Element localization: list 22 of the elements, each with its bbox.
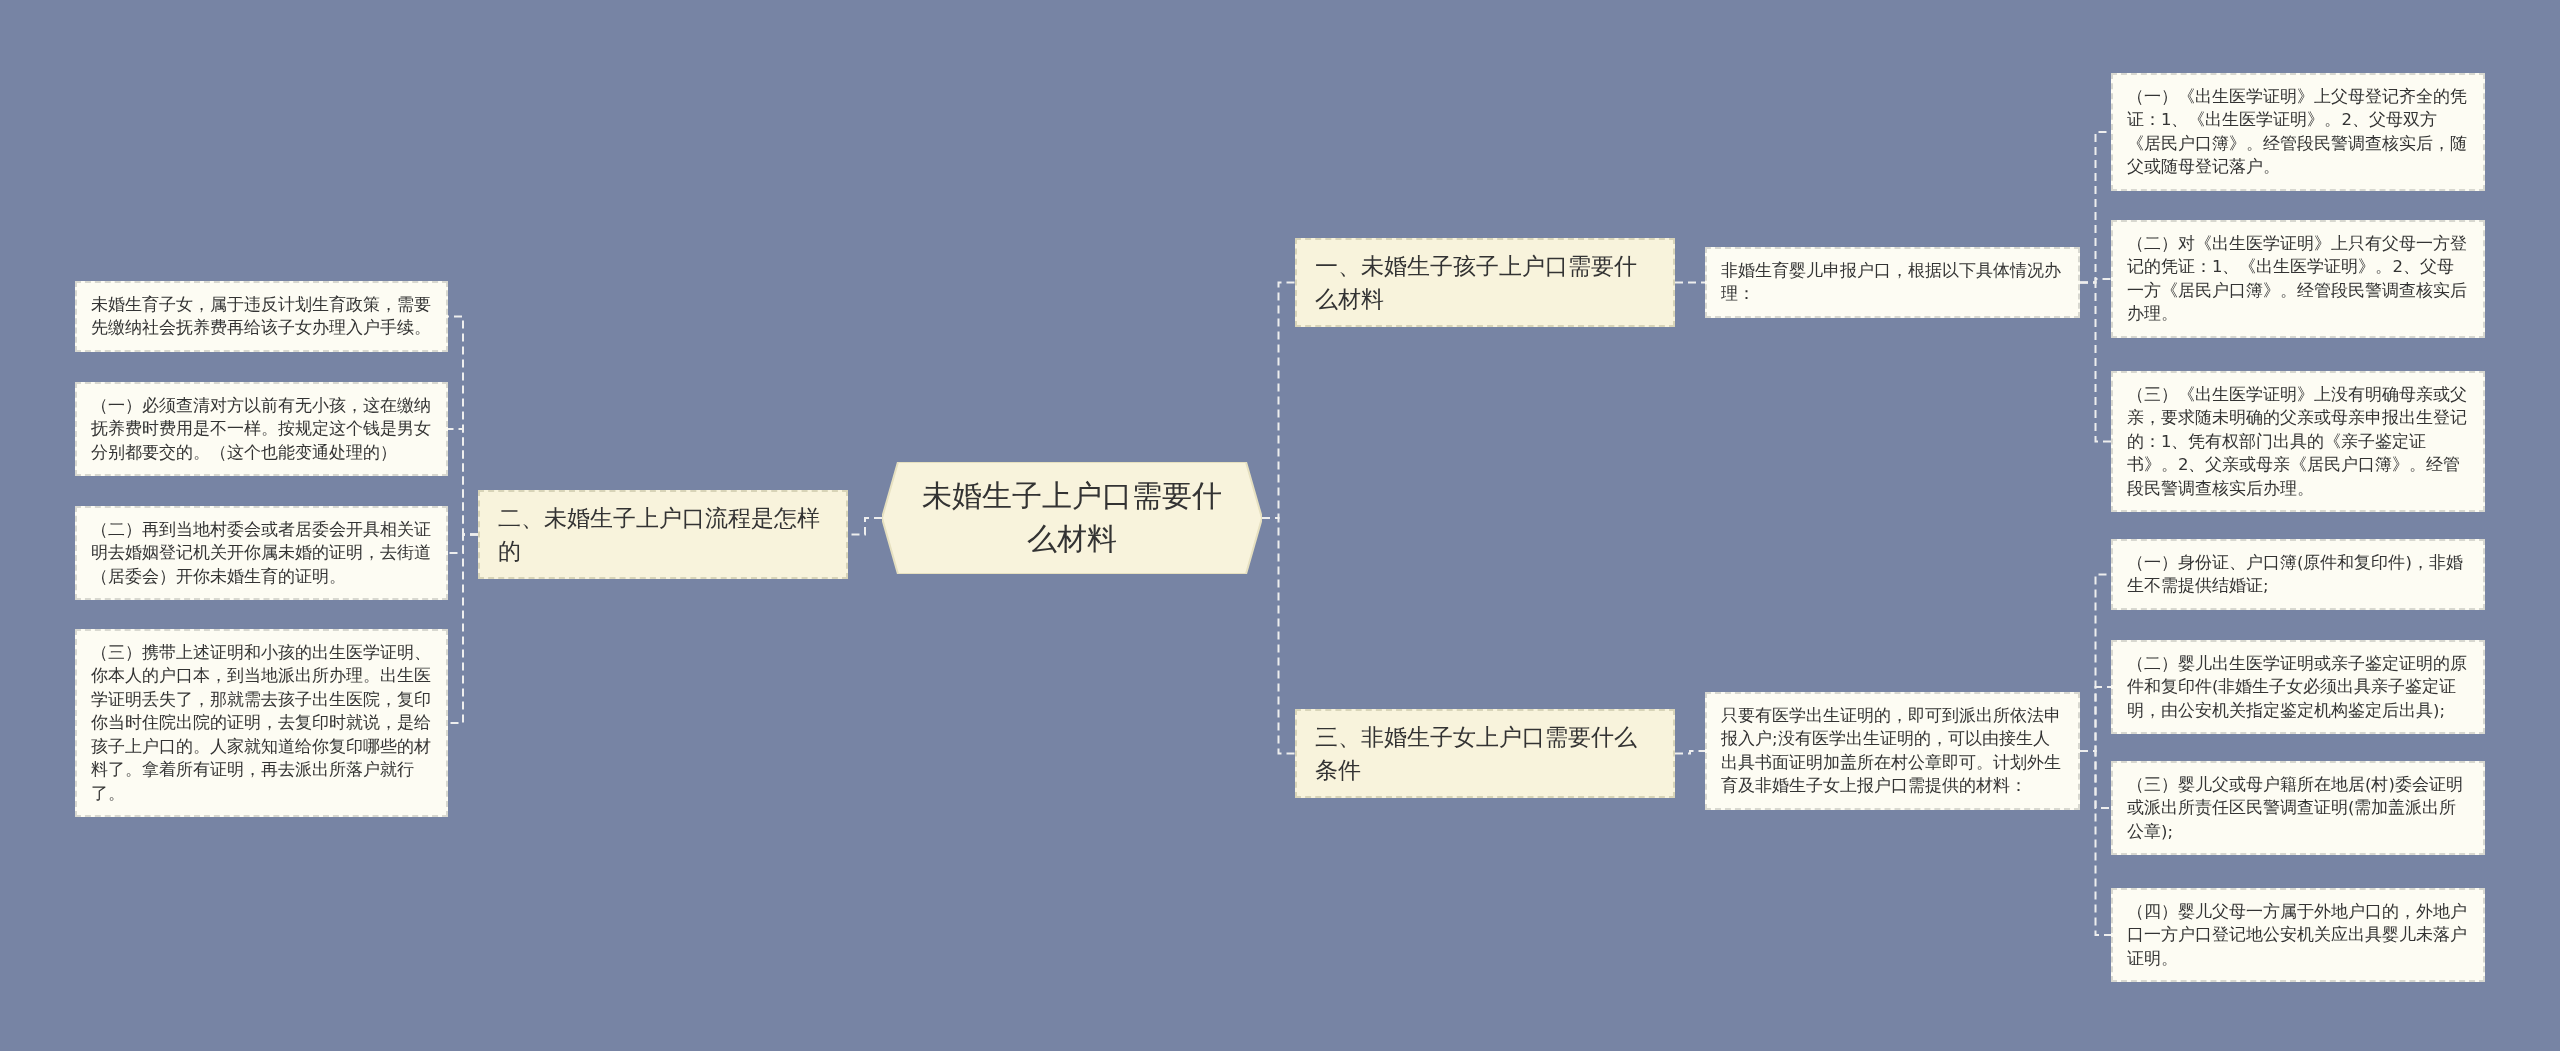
note-box: （一）《出生医学证明》上父母登记齐全的凭证：1、《出生医学证明》。2、父母双方《居民户口簿》。经管段民警调查核实后，随父或随母登记落户。: [2111, 73, 2485, 191]
note-box: （二）再到当地村委会或者居委会开具相关证明去婚姻登记机关开你属未婚的证明，去街道（居委会）开你未婚生育的证明。: [75, 506, 448, 601]
note-box: （二）婴儿出生医学证明或亲子鉴定证明的原件和复印件(非婚生子女必须出具亲子鉴定证明，由公安机关指定鉴定机构鉴定后出具);: [2111, 640, 2485, 735]
note-box: 未婚生育子女，属于违反计划生育政策，需要先缴纳社会抚养费再给该子女办理入户手续。: [75, 281, 448, 352]
note-box: （三）携带上述证明和小孩的出生医学证明、你本人的户口本，到当地派出所办理。出生医学证明丢失了，那就需去孩子出生医院，复印你当时住院出院的证明，去复印时就说，是给孩子上户口的。人家就知道给你复印哪些的材料了。拿着所有证明，再去派出所落户就行了。: [75, 629, 448, 817]
connector-line: [2079, 750, 2112, 936]
topic-box: 三、非婚生子女上户口需要什么条件: [1295, 709, 1675, 799]
note-box: （三）《出生医学证明》上没有明确母亲或父亲，要求随未明确的父亲或母亲申报出生登记的：1、凭有权部门出具的《亲子鉴定证书》。2、父亲或母亲《居民户口簿》。经管段民警调查核实后办理。: [2111, 371, 2485, 513]
connector-line: [1674, 281, 1706, 284]
note-box: （二）对《出生医学证明》上只有父母一方登记的凭证：1、《出生医学证明》。2、父母一方《居民户口簿》。经管段民警调查核实后办理。: [2111, 220, 2485, 338]
note-box: （三）婴儿父或母户籍所在地居(村)委会证明或派出所责任区民警调查证明(需加盖派出所公章);: [2111, 761, 2485, 856]
central-topic-hexagon: 未婚生子上户口需要什么材料: [882, 462, 1262, 574]
connector-line: [1674, 750, 1706, 755]
topic-box: 二、未婚生子上户口流程是怎样的: [478, 490, 848, 580]
note-box: （一）身份证、户口簿(原件和复印件)，非婚生不需提供结婚证;: [2111, 539, 2485, 610]
connector-line: [1261, 517, 1296, 755]
note-box: 只要有医学出生证明的，即可到派出所依法申报入户;没有医学出生证明的，可以由接生人出具书面证明加盖所在村公章即可。计划外生育及非婚生子女上报户口需提供的材料：: [1705, 692, 2080, 810]
note-box: 非婚生育婴儿申报户口，根据以下具体情况办理：: [1705, 247, 2080, 318]
topic-box: 一、未婚生子孩子上户口需要什么材料: [1295, 238, 1675, 328]
note-box: （一）必须查清对方以前有无小孩，这在缴纳抚养费时费用是不一样。按规定这个钱是男女分别都要交的。（这个也能变通处理的）: [75, 382, 448, 477]
connector-line: [2079, 281, 2112, 443]
note-box: （四）婴儿父母一方属于外地户口的，外地户口一方户口登记地公安机关应出具婴儿未落户证明。: [2111, 888, 2485, 983]
